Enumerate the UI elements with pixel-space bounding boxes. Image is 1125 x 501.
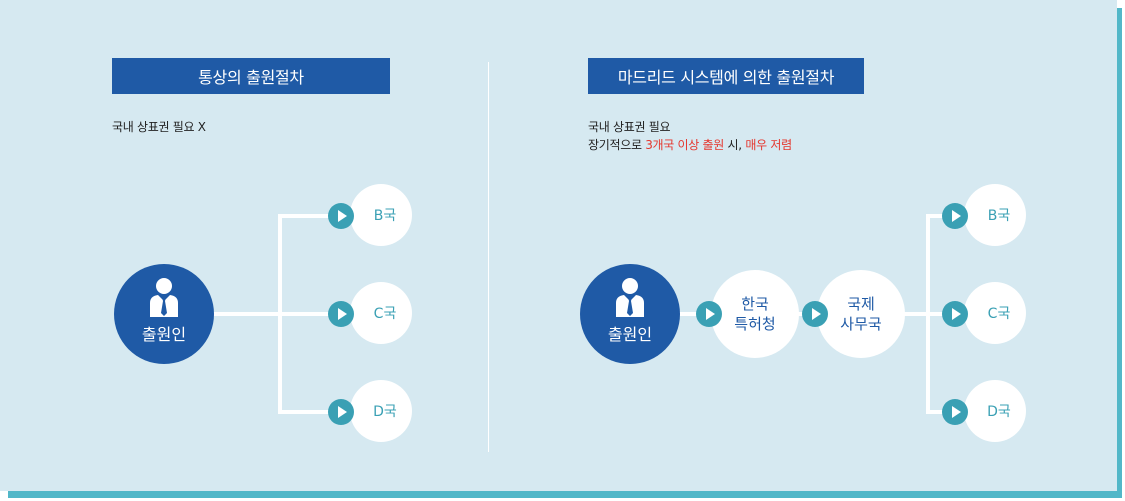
right-title-text: 마드리드 시스템에 의한 출원절차 [617,68,835,87]
right-note-highlight-cheap: 매우 저렴 [745,138,792,152]
right-note-highlight-count: 3개국 이상 출원 [645,138,725,152]
left-connector-c [278,312,342,316]
right-applicant-label: 출원인 [607,325,653,344]
right-applicant-node: 출원인 [580,264,680,364]
section-divider [488,62,489,452]
arrow-icon [802,301,828,327]
person-icon [150,278,178,317]
arrow-icon [942,399,968,425]
left-connector-main [212,312,280,316]
ib-label-2: 사무국 [840,315,882,333]
right-target-c-label: C국 [987,306,1011,322]
right-title: 마드리드 시스템에 의한 출원절차 [588,58,864,94]
arrow-icon [328,203,354,229]
left-target-b-label: B국 [373,208,397,224]
arrow-icon [942,203,968,229]
arrow-icon [328,301,354,327]
right-target-b-label: B국 [987,208,1011,224]
left-target-c-label: C국 [373,306,397,322]
left-target-d-label: D국 [373,404,397,420]
right-note-prefix: 장기적으로 [588,138,646,152]
person-icon [616,278,644,317]
arrow-icon [942,301,968,327]
left-target-c: C국 [350,282,412,344]
left-target-b: B국 [350,184,412,246]
right-target-d-label: D국 [987,404,1011,420]
arrow-icon [328,399,354,425]
right-note: 국내 상표권 필요 장기적으로 3개국 이상 출원 시, 매우 저렴 [588,118,792,154]
kipo-node: 한국 특허청 [711,270,799,358]
left-title-text: 통상의 출원절차 [198,68,304,87]
ib-label-1: 국제 [847,295,875,313]
right-target-d: D국 [964,380,1026,442]
right-note-mid: 시, [724,138,746,152]
right-target-c: C국 [964,282,1026,344]
left-title: 통상의 출원절차 [112,58,390,94]
left-note: 국내 상표권 필요 X [112,120,206,134]
diagram-panel: 통상의 출원절차 국내 상표권 필요 X 출원인 B국 C국 D국 마드리드 시… [0,0,1117,491]
left-connector-d [278,410,342,414]
left-applicant-label: 출원인 [141,325,187,344]
left-applicant-node: 출원인 [114,264,214,364]
right-note-line1: 국내 상표권 필요 [588,120,671,134]
right-note-line2: 장기적으로 3개국 이상 출원 시, 매우 저렴 [588,136,792,154]
right-target-b: B국 [964,184,1026,246]
left-target-d: D국 [350,380,412,442]
kipo-label-2: 특허청 [734,315,776,333]
left-connector-b [278,214,342,218]
arrow-icon [696,301,722,327]
ib-node: 국제 사무국 [817,270,905,358]
kipo-label-1: 한국 [741,295,769,313]
